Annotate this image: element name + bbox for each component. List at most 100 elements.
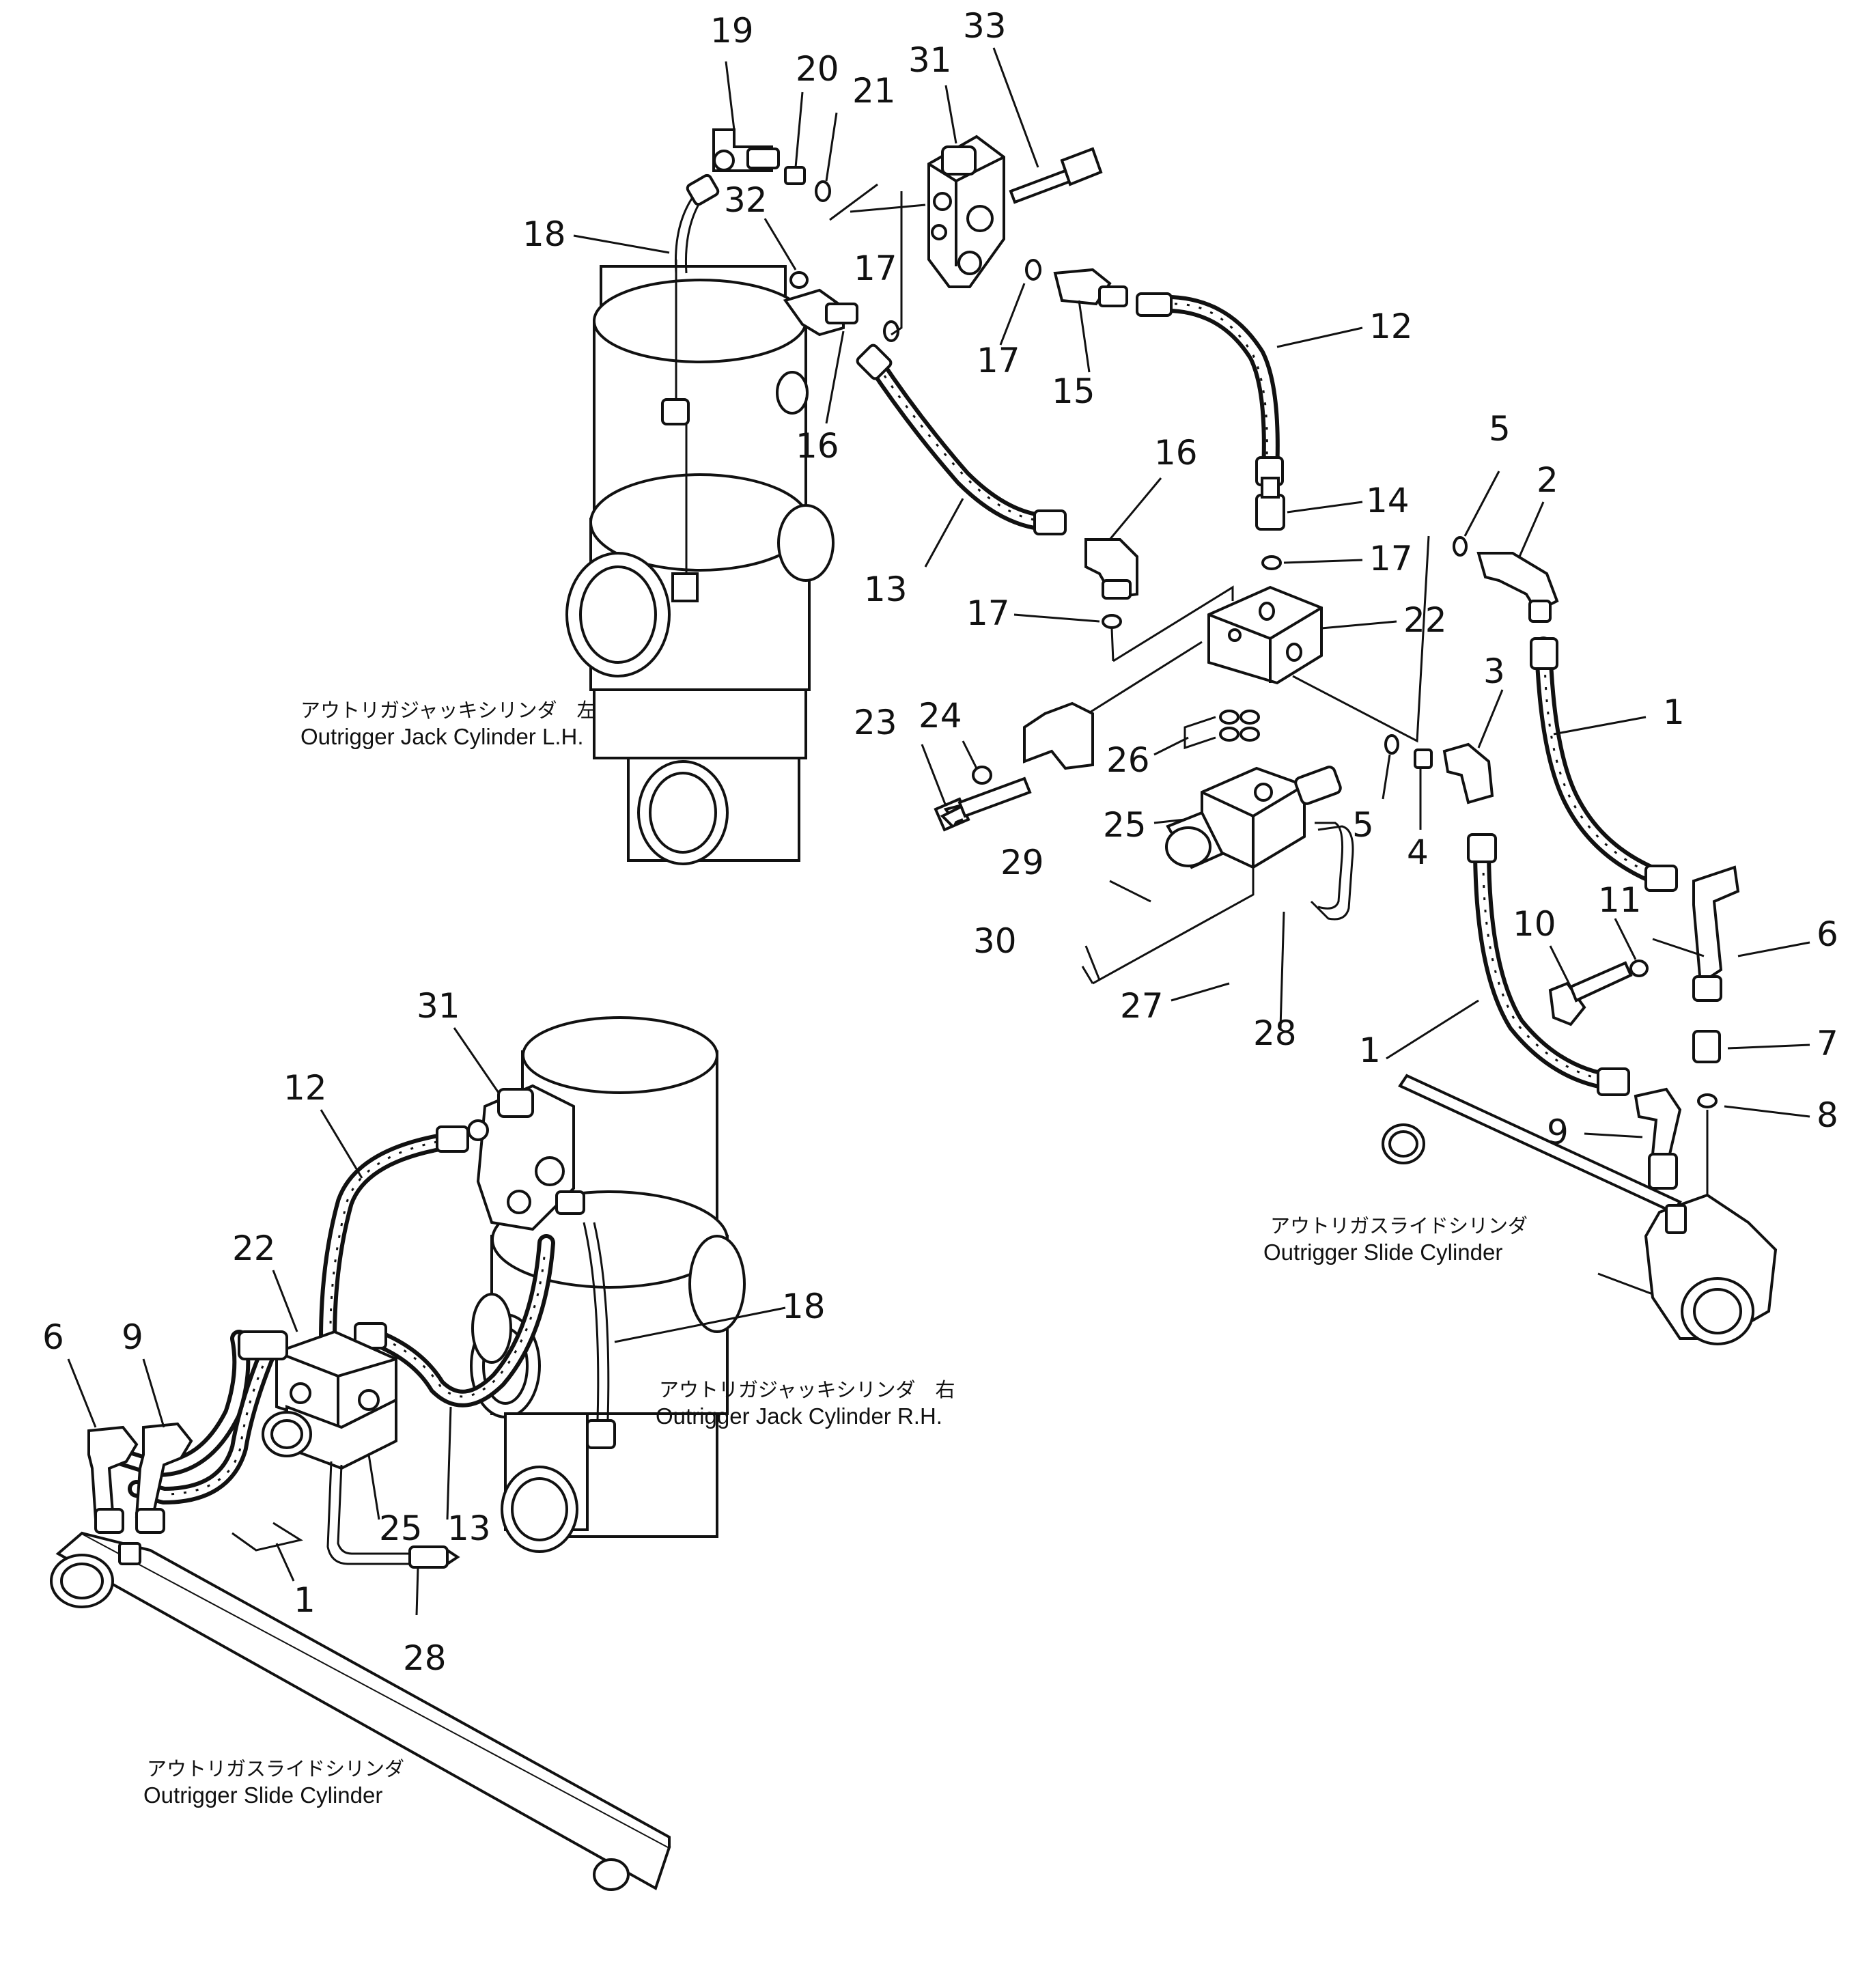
o-ring-5-a [1453, 536, 1468, 557]
captions: アウトリガジャッキシリンダ 左 Outrigger Jack Cylinder … [143, 699, 1528, 1808]
callout-16-a: 16 [796, 426, 839, 466]
callout-9-bottom: 9 [122, 1317, 143, 1357]
bolt-10 [1548, 981, 1586, 1026]
elbow-fitting-2 [1476, 552, 1559, 623]
callout-33: 33 [963, 6, 1007, 46]
washer-24 [972, 766, 992, 785]
callout-26: 26 [1106, 740, 1150, 780]
o-ring-21 [815, 180, 831, 202]
hose-1-middle [1467, 833, 1630, 1096]
callout-17-d: 17 [966, 593, 1010, 633]
callout-2: 2 [1537, 460, 1558, 500]
callout-20: 20 [796, 49, 839, 89]
hose-12-top [1136, 292, 1284, 486]
callout-5-a: 5 [1489, 409, 1511, 449]
manifold-block-22-top [1054, 535, 1430, 743]
nipple-4 [1414, 748, 1433, 769]
check-valve-31-top [927, 135, 1005, 288]
caption-rh-jack-jp: アウトリガジャッキシリンダ 右 [659, 1378, 955, 1401]
jack-cylinder-lh [565, 260, 835, 865]
hose-13-bottom [354, 1234, 555, 1408]
callout-10: 10 [1513, 904, 1556, 944]
caption-lh-jack-jp: アウトリガジャッキシリンダ 左 [300, 699, 597, 722]
solenoid-valve-25-bottom [262, 1397, 460, 1569]
callout-13-top: 13 [864, 570, 908, 609]
callout-27: 27 [1120, 986, 1164, 1026]
caption-slide-top-jp: アウトリガスライドシリンダ [1270, 1214, 1528, 1237]
callout-25-top: 25 [1103, 805, 1147, 845]
callout-28-top: 28 [1253, 1013, 1297, 1053]
callout-17-a: 17 [854, 249, 897, 288]
callout-30: 30 [973, 921, 1017, 961]
callout-24: 24 [919, 696, 962, 736]
callout-23: 23 [854, 703, 897, 742]
callout-4: 4 [1407, 832, 1429, 872]
adapter-15 [1053, 268, 1128, 307]
bolt-33 [1009, 147, 1103, 204]
callout-1-bottom: 1 [294, 1580, 316, 1620]
hose-1-bottom [94, 1330, 288, 1505]
elbow-fitting-3 [1442, 742, 1494, 804]
o-ring-8 [1697, 1093, 1718, 1108]
callout-29: 29 [1000, 843, 1044, 882]
callout-numbers: 19 20 21 31 33 32 18 17 17 15 12 16 16 5… [42, 6, 1838, 1678]
callout-25-bottom: 25 [379, 1509, 423, 1548]
nipple-7 [1692, 1030, 1721, 1063]
callout-13-bottom: 13 [447, 1509, 491, 1548]
hose-13-top [856, 344, 1067, 535]
callout-31-top: 31 [908, 40, 952, 80]
callout-9-top: 9 [1547, 1112, 1569, 1152]
o-ring-5-b [1384, 734, 1399, 755]
o-rings-26 [1183, 710, 1260, 750]
bolt-10-shank [1569, 961, 1633, 1003]
hose-1-right [1530, 636, 1678, 892]
fitting-6-bottom [87, 1425, 139, 1534]
pressure-switch-28-bottom [408, 1545, 449, 1569]
solenoid-valve-25-top [1081, 766, 1354, 985]
manifold-block-22-bottom [275, 1330, 397, 1429]
callout-18-top: 18 [522, 214, 566, 254]
callout-6-bottom: 6 [42, 1317, 64, 1357]
callout-22-bottom: 22 [232, 1229, 276, 1268]
callout-12-bottom: 12 [283, 1068, 327, 1108]
o-ring-32 [789, 271, 809, 289]
leader-lines [67, 47, 1810, 1616]
callout-17-b: 17 [977, 341, 1020, 380]
elbow-fitting-9-right [1634, 1087, 1682, 1190]
callout-5-b: 5 [1352, 805, 1374, 845]
callout-12-top: 12 [1369, 307, 1413, 346]
callout-18-bottom: 18 [782, 1287, 826, 1326]
nipple-20 [784, 166, 806, 185]
caption-rh-jack-en: Outrigger Jack Cylinder R.H. [656, 1403, 942, 1429]
callout-6-top: 6 [1817, 914, 1838, 954]
elbow-fitting-19 [712, 128, 780, 172]
callout-3: 3 [1483, 652, 1505, 691]
callout-1-b: 1 [1359, 1031, 1381, 1070]
caption-slide-bottom-en: Outrigger Slide Cylinder [143, 1782, 382, 1808]
callout-31-bottom: 31 [417, 986, 460, 1026]
callout-21: 21 [852, 71, 896, 111]
callout-22-top: 22 [1403, 600, 1447, 640]
callout-14: 14 [1366, 481, 1410, 520]
callout-11: 11 [1598, 880, 1642, 920]
callout-1-a: 1 [1663, 692, 1685, 732]
caption-lh-jack-en: Outrigger Jack Cylinder L.H. [300, 724, 583, 749]
callout-7: 7 [1817, 1024, 1838, 1063]
hose-12-bottom [319, 1125, 469, 1347]
slide-cylinder-right [1382, 1074, 1778, 1345]
fitting-6-right [1692, 865, 1740, 1002]
callout-15: 15 [1052, 372, 1095, 411]
pilot-tube-18-lh [674, 173, 720, 274]
check-valve-31-bottom [467, 1084, 585, 1231]
callout-32: 32 [724, 180, 768, 220]
washer-11 [1629, 960, 1649, 977]
elbow-fitting-16-a [783, 288, 858, 337]
o-ring-17-b [1025, 259, 1041, 281]
o-ring-17-d [1102, 614, 1122, 629]
nipple-14 [1255, 477, 1285, 531]
elbow-fitting-16-b [1084, 538, 1138, 600]
callout-16-b: 16 [1154, 433, 1198, 473]
o-ring-17-c [1261, 555, 1282, 570]
pilot-tube-18-rh [583, 1222, 616, 1449]
